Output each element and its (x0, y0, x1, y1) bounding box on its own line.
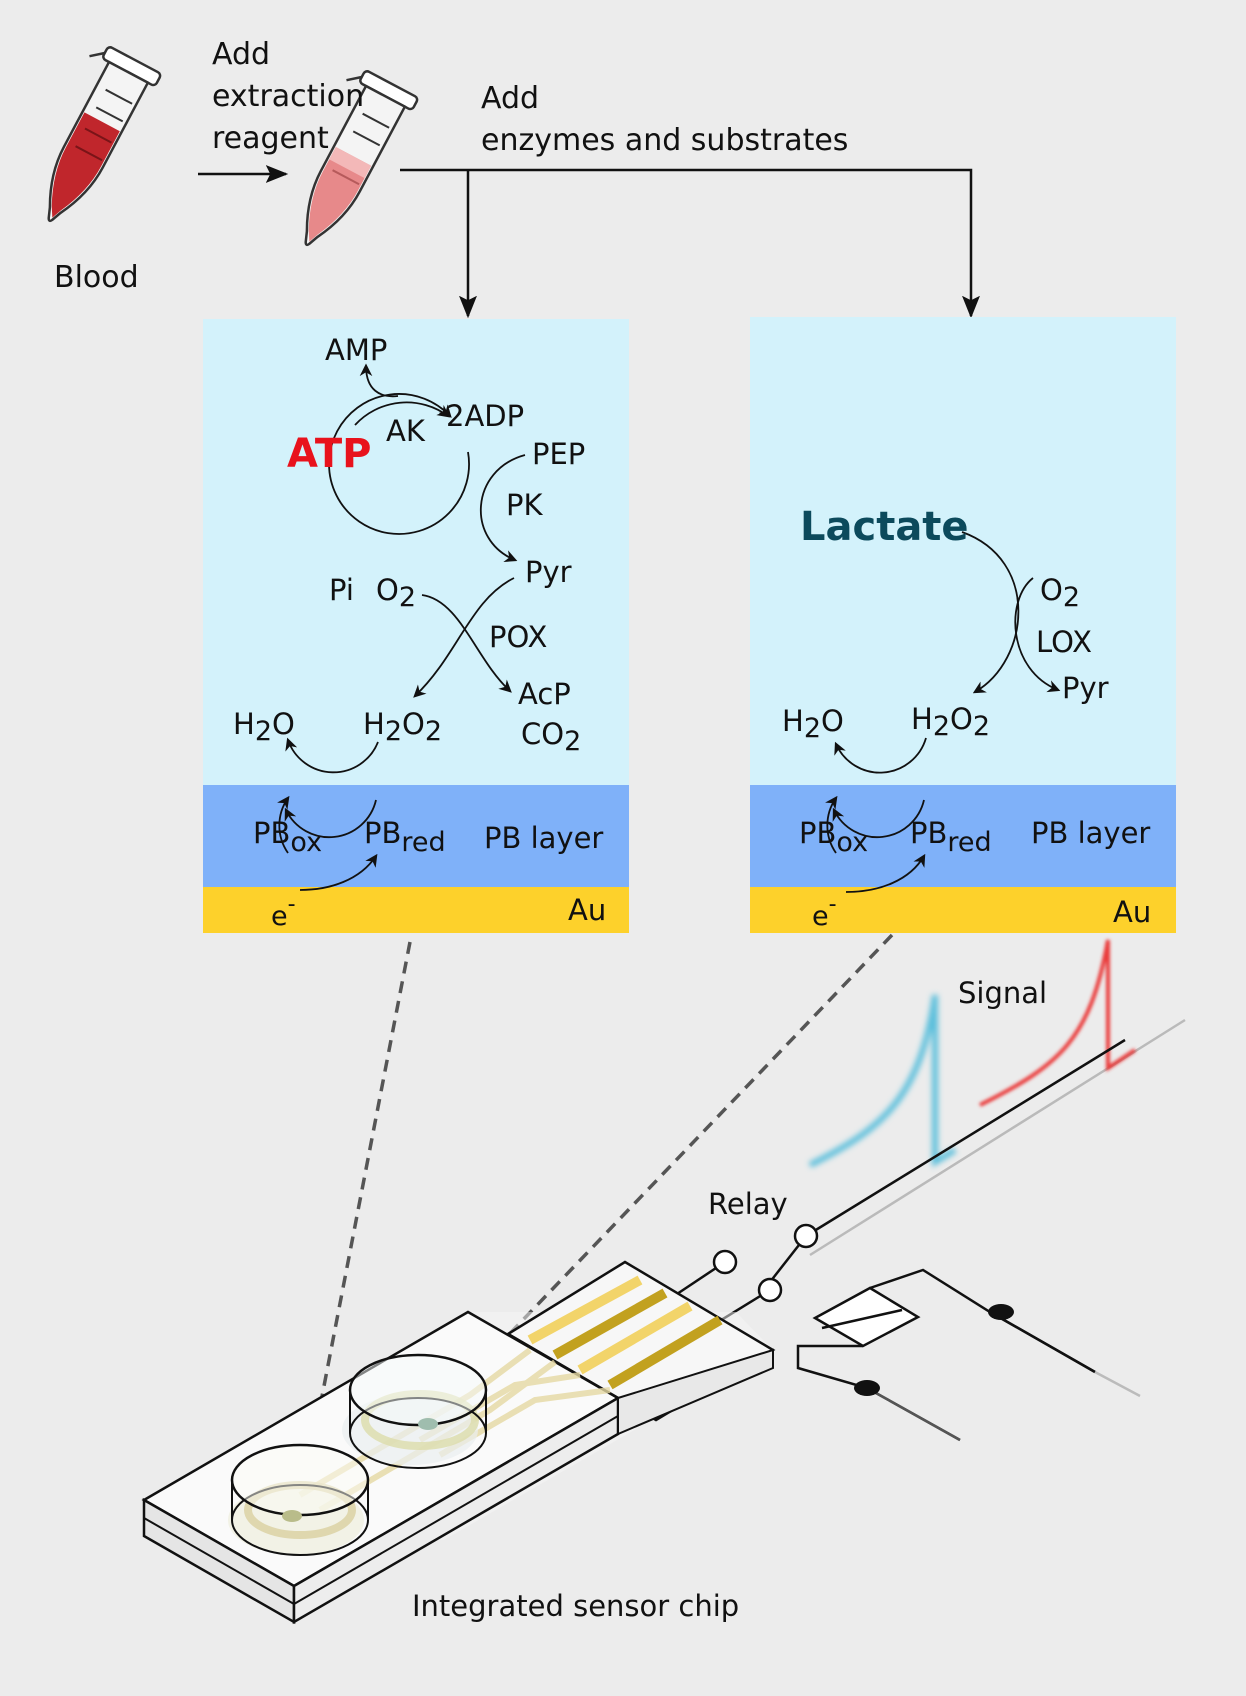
relay-label: Relay (708, 1187, 788, 1221)
enzymes-label-line1: Add (481, 81, 539, 116)
lactate-o2-label: O2 (1040, 573, 1080, 613)
electron-label: e- (271, 892, 296, 932)
relay-contact-c (757, 1277, 783, 1303)
lox-label: LOX (1036, 625, 1092, 659)
signal-traces (808, 939, 1186, 1257)
o2-label: O2 (376, 573, 416, 613)
blood-label: Blood (54, 260, 139, 295)
au-label: Au (568, 893, 606, 927)
atp-label: ATP (287, 431, 371, 477)
h2o-label: H2O (233, 707, 295, 747)
extraction-label-line2: extraction (212, 79, 364, 114)
extraction-label-line1: Add (212, 37, 270, 72)
pk-label: PK (506, 488, 543, 522)
pi-label: Pi (329, 573, 354, 607)
chip-label: Integrated sensor chip (412, 1589, 739, 1623)
lactate-pb-red-label: PBred (910, 816, 992, 858)
acp-label: AcP (518, 677, 571, 711)
ak-label: AK (386, 414, 426, 448)
lactate-au-label: Au (1113, 895, 1151, 929)
lactate-h2o-label: H2O (782, 704, 844, 744)
pep-label: PEP (532, 437, 585, 471)
blood-tube-icon (47, 46, 162, 223)
pox-label: POX (489, 620, 547, 654)
pb-red-label: PBred (364, 816, 446, 858)
lactate-pb-ox-label: PBox (799, 816, 868, 858)
h2o2-label: H2O2 (363, 707, 442, 747)
relay-contact-b (712, 1249, 738, 1275)
distribution-arrows (400, 168, 980, 319)
enzymes-label-line2: enzymes and substrates (481, 123, 848, 158)
pyr-label: Pyr (525, 555, 572, 589)
lactate-electron-label: e- (812, 892, 837, 932)
relay-contact-a (793, 1223, 819, 1249)
terminal-dot-b (854, 1380, 880, 1396)
lactate-pb-layer-label: PB layer (1031, 816, 1150, 850)
amp-label: AMP (325, 333, 387, 367)
signal-label: Signal (958, 976, 1047, 1010)
atp-panel (203, 319, 629, 933)
diluted-tube-icon (304, 70, 419, 247)
two-adp-label: 2ADP (446, 399, 524, 433)
lactate-panel (750, 317, 1176, 933)
pb-layer-label: PB layer (484, 821, 603, 855)
lactate-pyr-label: Pyr (1062, 671, 1109, 705)
atp-panel-arrows (277, 363, 526, 891)
pb-ox-label: PBox (253, 816, 322, 858)
extraction-label-line3: reagent (212, 121, 329, 156)
lactate-panel-arrows (825, 531, 1061, 893)
lactate-h2o2-label: H2O2 (911, 702, 990, 742)
lactate-label: Lactate (800, 504, 969, 550)
sensor-chip (141, 1260, 776, 1625)
co2-label: CO2 (521, 717, 581, 757)
terminal-dot-a (988, 1304, 1014, 1320)
